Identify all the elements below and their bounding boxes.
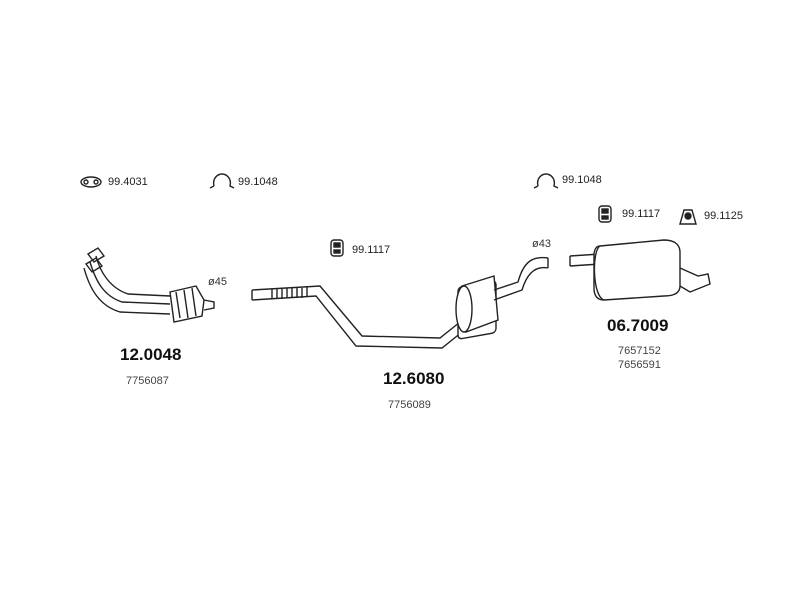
oem-number: 7756089: [388, 399, 431, 411]
clamp-icon: [533, 173, 559, 189]
front-catalytic-pipe-drawing[interactable]: [83, 247, 215, 323]
part-number: 12.0048: [120, 345, 182, 364]
middle-silencer-drawing[interactable]: [251, 256, 549, 349]
gasket-icon: [80, 176, 102, 188]
hanger-code: 99.1117: [352, 244, 391, 256]
oem-reference: 7756089: [388, 398, 431, 412]
oem-number: 7657152: [618, 345, 661, 357]
clamp-code: 99.1048: [562, 174, 602, 186]
part-number: 12.6080: [383, 369, 445, 388]
rubber-mount-icon: [679, 209, 697, 225]
oem-number: 7656591: [618, 359, 661, 371]
rear-silencer-drawing[interactable]: [569, 239, 711, 301]
hanger-code: 99.1117: [622, 208, 661, 220]
rubber-hanger-icon: [330, 239, 344, 257]
rubber-hanger-icon: [598, 205, 612, 223]
oem-reference: 7756087: [126, 374, 169, 388]
clamp-icon: [209, 173, 235, 189]
oem-reference: 7657152 7656591: [618, 344, 661, 372]
diameter-label: ø45: [208, 276, 227, 288]
clamp-code: 99.1048: [238, 176, 278, 188]
diameter-label: ø43: [532, 238, 551, 250]
oem-number: 7756087: [126, 375, 169, 387]
mount-code: 99.1125: [704, 210, 743, 222]
gasket-code: 99.4031: [108, 176, 148, 188]
part-number: 06.7009: [607, 316, 669, 335]
